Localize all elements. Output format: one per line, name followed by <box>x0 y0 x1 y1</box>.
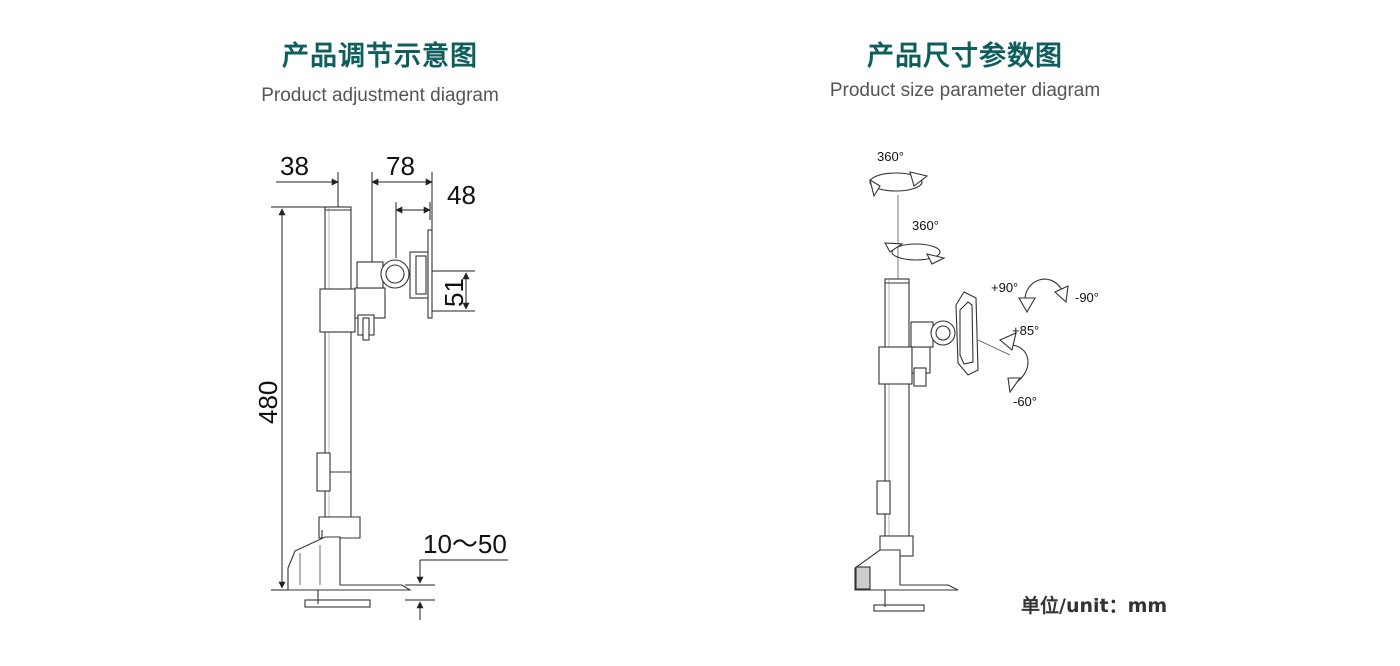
angle-top-360-label: 360° <box>877 149 904 164</box>
dim-51-label: 51 <box>439 278 469 307</box>
angle-mid-360-label: 360° <box>912 218 939 233</box>
adjustment-title-cn: 产品调节示意图 <box>282 41 478 72</box>
adjustment-title-en: Product adjustment diagram <box>261 85 499 106</box>
parameter-panel: 产品尺寸参数图 Product size parameter diagram <box>765 0 1165 666</box>
left-mount-drawing <box>287 206 433 608</box>
rotation-angle-labels: 360° 360° +90° -90° +85° -60° <box>877 149 1099 409</box>
right-mount-drawing <box>854 195 979 612</box>
left-dimension-lines <box>271 172 508 620</box>
dim-48-label: 48 <box>447 180 476 210</box>
dim-480-label: 480 <box>253 381 283 424</box>
angle-minus60-label: -60° <box>1013 394 1037 409</box>
angle-minus90-label: -90° <box>1075 290 1099 305</box>
unit-label: 单位/unit：mm <box>1021 595 1168 617</box>
angle-plus85-label: +85° <box>1012 323 1039 338</box>
parameter-title-cn: 产品尺寸参数图 <box>867 41 1063 72</box>
dim-38-label: 38 <box>280 151 309 181</box>
dim-78-label: 78 <box>386 151 415 181</box>
angle-plus90-label: +90° <box>991 280 1018 295</box>
dim-10-50-label: 10～50 <box>423 529 507 559</box>
parameter-title-en: Product size parameter diagram <box>829 80 1101 101</box>
adjustment-panel: 产品调节示意图 Product adjustment diagram <box>180 0 580 666</box>
left-dimension-labels: 38 78 48 51 480 10～50 <box>253 151 507 559</box>
rotation-arrows <box>869 171 1069 394</box>
